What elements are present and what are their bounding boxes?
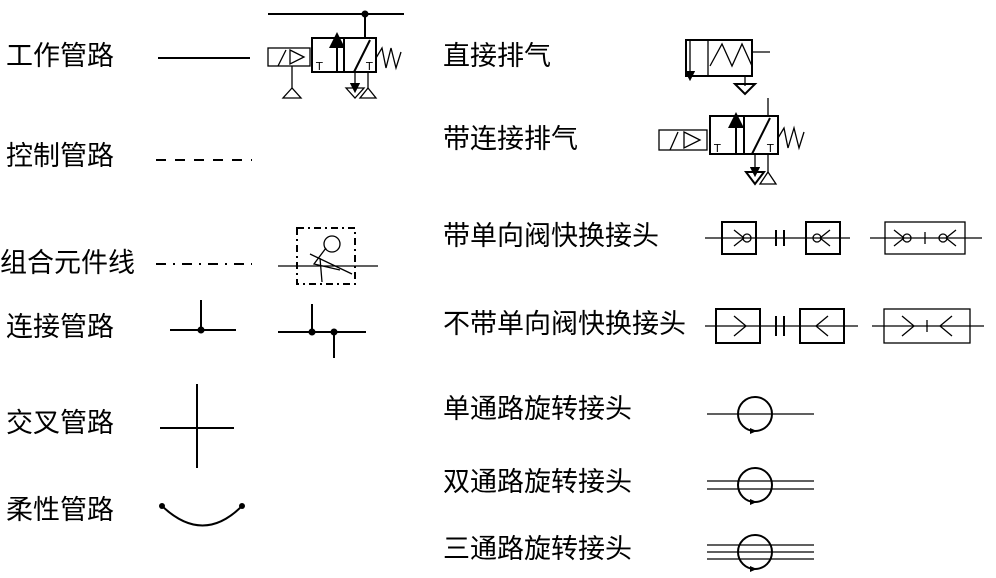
exhaust-with-connection-symbol: T T [658, 98, 805, 186]
valve-port-t-3: T [713, 142, 721, 155]
single-rotary-joint-symbol [707, 396, 814, 434]
label-connected-lines: 连接管路 [6, 312, 114, 343]
label-assembly-line: 组合元件线 [0, 248, 135, 279]
valve-port-t-2: T [365, 60, 373, 73]
label-triple-rotary: 三通路旋转接头 [443, 534, 632, 565]
label-direct-exhaust: 直接排气 [443, 41, 551, 72]
label-flexible-line: 柔性管路 [6, 495, 114, 526]
solenoid-valve-with-exhaust-symbol: T T [267, 10, 404, 99]
label-single-rotary: 单通路旋转接头 [443, 394, 632, 425]
flexible-line-symbol [159, 503, 245, 527]
crossing-lines-symbol [160, 384, 234, 468]
label-quick-coupling-plain: 不带单向阀快换接头 [443, 309, 686, 340]
label-exhaust-with-connection: 带连接排气 [443, 124, 578, 155]
quick-coupling-with-check-valve-symbol [705, 221, 982, 255]
direct-exhaust-symbol [684, 39, 770, 96]
connected-lines-symbol [170, 300, 236, 334]
label-work-line: 工作管路 [6, 41, 114, 72]
quick-coupling-without-check-valve-symbol [705, 308, 984, 344]
label-double-rotary: 双通路旋转接头 [443, 467, 632, 498]
label-control-line: 控制管路 [6, 141, 114, 172]
label-crossing-lines: 交叉管路 [6, 408, 114, 439]
triple-rotary-joint-symbol [707, 534, 814, 572]
valve-port-t-1: T [315, 60, 323, 73]
label-quick-coupling-check: 带单向阀快换接头 [443, 221, 659, 252]
valve-port-t-4: T [766, 142, 774, 155]
assembly-element-symbol [278, 227, 378, 285]
connected-lines-offset-symbol [278, 304, 366, 358]
double-rotary-joint-symbol [707, 467, 814, 505]
